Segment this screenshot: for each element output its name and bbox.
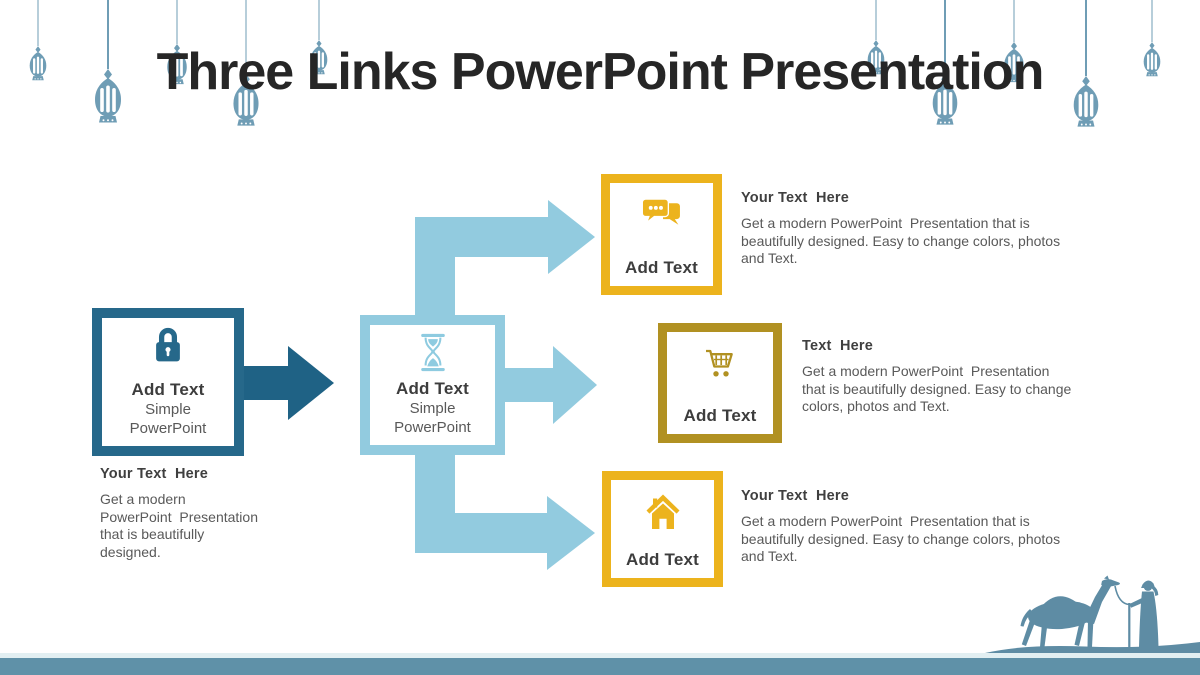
lantern-icon — [90, 0, 126, 125]
hub-node-label: Add Text — [395, 379, 470, 398]
note-heading: Your Text Here — [741, 190, 850, 206]
note-heading: Your Text Here — [741, 488, 850, 504]
arrow-source-to-hub — [244, 346, 334, 420]
note-body: Get a modern PowerPoint Presentation tha… — [100, 491, 258, 560]
note-heading: Your Text Here — [100, 466, 209, 482]
home-icon — [646, 494, 679, 529]
source-node-label: Add Text — [131, 380, 205, 399]
slide-title[interactable]: Three Links PowerPoint Presentation — [156, 43, 1045, 101]
lantern-icon — [164, 0, 191, 86]
link-node-box-cart[interactable]: Add Text — [658, 323, 782, 443]
lantern-icon — [1141, 0, 1164, 78]
lantern-icon — [1001, 0, 1028, 84]
note-body: Get a modern PowerPoint Presentation tha… — [802, 363, 1072, 414]
lantern-icon — [229, 0, 264, 128]
note-body: Get a modern PowerPoint Presentation tha… — [741, 513, 1061, 564]
hourglass-icon — [420, 333, 445, 372]
camel-caravan-icon — [985, 575, 1200, 658]
source-note[interactable]: Your Text Here Get a modern PowerPoint P… — [100, 466, 310, 561]
link-node-label: Add Text — [624, 258, 699, 277]
footer-bar — [0, 658, 1200, 675]
arrow-hub-to-link-bottom — [415, 455, 595, 570]
link-node-box-chat[interactable]: Add Text — [601, 174, 722, 295]
lantern-icon — [1069, 0, 1103, 129]
lantern-icon — [928, 0, 962, 127]
lantern-icon — [308, 0, 331, 76]
lantern-icon — [27, 0, 50, 82]
cart-icon — [706, 349, 733, 377]
hub-node-sublabel: Simple PowerPoint — [394, 400, 471, 436]
lock-icon — [156, 327, 180, 362]
hub-node-box[interactable]: Add Text Simple PowerPoint — [360, 315, 505, 455]
link-node-label: Add Text — [625, 550, 700, 569]
arrow-hub-to-link-top — [415, 200, 595, 315]
source-node-sublabel: Simple PowerPoint — [129, 401, 207, 437]
note-heading: Text Here — [802, 338, 874, 354]
link-note-home[interactable]: Your Text Here Get a modern PowerPoint P… — [741, 488, 1111, 566]
source-node-box[interactable]: Add Text Simple PowerPoint — [92, 308, 244, 456]
chat-icon — [641, 198, 680, 225]
note-body: Get a modern PowerPoint Presentation tha… — [741, 215, 1061, 266]
link-node-box-home[interactable]: Add Text — [602, 471, 723, 587]
lantern-icon — [865, 0, 888, 76]
link-note-chat[interactable]: Your Text Here Get a modern PowerPoint P… — [741, 190, 1111, 268]
link-note-cart[interactable]: Text Here Get a modern PowerPoint Presen… — [802, 338, 1132, 416]
link-node-label: Add Text — [683, 406, 757, 425]
arrow-hub-to-link-middle — [505, 346, 597, 424]
footer-accent-line — [0, 653, 1200, 658]
